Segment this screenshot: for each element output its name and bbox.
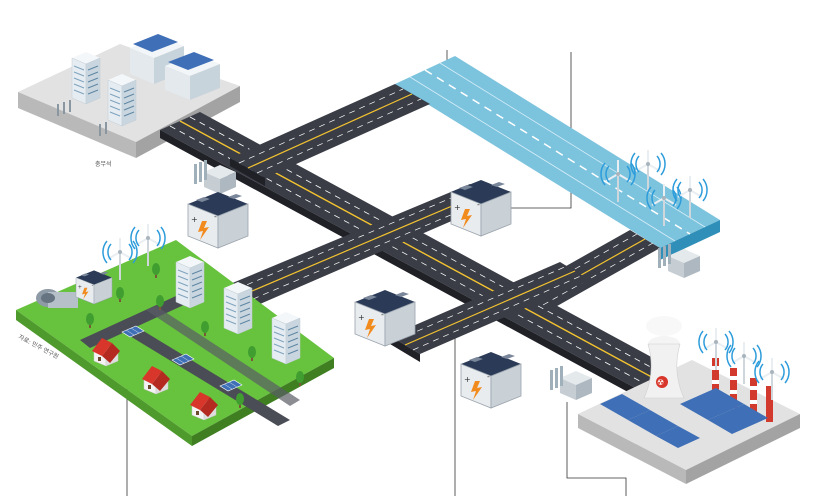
wind-turbine-icon — [753, 357, 791, 401]
residential-zone: 자료: 민주 연구원 — [16, 223, 334, 446]
industrial-zone-label: 충무석 — [95, 160, 112, 168]
battery-icon — [75, 270, 113, 305]
transformer-icon — [550, 366, 592, 400]
power-plant: ☢ — [578, 316, 800, 484]
leader-line-battery-top — [510, 52, 572, 209]
industrial-zone: 충무석 — [18, 34, 240, 168]
road-network — [160, 84, 690, 404]
generator-icon — [36, 289, 78, 308]
pipes-icon — [57, 100, 107, 136]
leader-line-substation — [566, 402, 627, 496]
cooling-tower: ☢ — [643, 316, 685, 399]
factory-building — [130, 34, 184, 84]
nuclear-icon: ☢ — [657, 378, 664, 387]
battery-icon — [354, 289, 416, 347]
water-channel — [395, 56, 720, 260]
battery-icon — [460, 351, 522, 409]
solar-panel-icon — [600, 388, 768, 448]
factory-building — [165, 52, 220, 100]
battery-icon — [187, 191, 249, 249]
